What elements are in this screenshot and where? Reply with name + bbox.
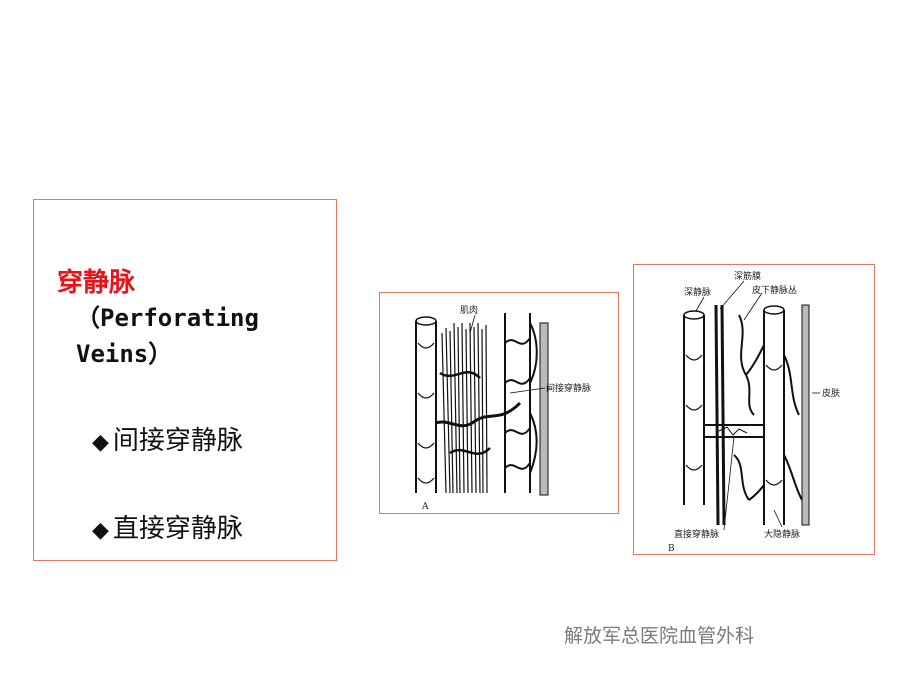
label-great-saphenous: 大隐静脉 — [764, 528, 800, 540]
label-deep-fascia: 深筋膜 — [734, 270, 761, 282]
label-direct-perforator: 直接穿静脉 — [674, 528, 719, 540]
label-deep-vein: 深静脉 — [684, 286, 711, 298]
subtitle-line-2: Veins） — [76, 340, 173, 368]
footer-institution: 解放军总医院血管外科 — [564, 625, 755, 647]
bullet-text: 间接穿静脉 — [112, 426, 243, 456]
diamond-bullet-icon: ◆ — [92, 430, 109, 455]
subtitle-line-1: （Perforating — [76, 304, 259, 332]
slide-title: 穿静脉 — [57, 268, 136, 298]
label-subcutaneous-plexus: 皮下静脉丛 — [752, 284, 797, 296]
label-indirect-perforator: 间接穿静脉 — [546, 382, 591, 394]
label-skin: 皮肤 — [822, 387, 840, 399]
diamond-bullet-icon: ◆ — [92, 518, 109, 543]
panel-letter-b: B — [668, 544, 675, 554]
bullet-direct: ◆直接穿静脉 — [92, 508, 243, 545]
label-muscle: 肌肉 — [460, 304, 478, 316]
figure-a-indirect-perforator: 肌肉 间接穿静脉 A — [379, 292, 619, 514]
text-panel — [33, 199, 337, 561]
english-subtitle: （Perforating Veins） — [76, 300, 259, 372]
figure-b-direct-perforator: 深静脉 深筋膜 皮下静脉丛 皮肤 直接穿静脉 大隐静脉 B — [633, 264, 875, 555]
bullet-indirect: ◆间接穿静脉 — [92, 420, 243, 457]
figure-a-drawing: 肌肉 间接穿静脉 A — [415, 304, 591, 512]
panel-letter-a: A — [421, 502, 429, 512]
figure-b-drawing: 深静脉 深筋膜 皮下静脉丛 皮肤 直接穿静脉 大隐静脉 B — [668, 270, 840, 554]
bullet-text: 直接穿静脉 — [112, 514, 243, 544]
